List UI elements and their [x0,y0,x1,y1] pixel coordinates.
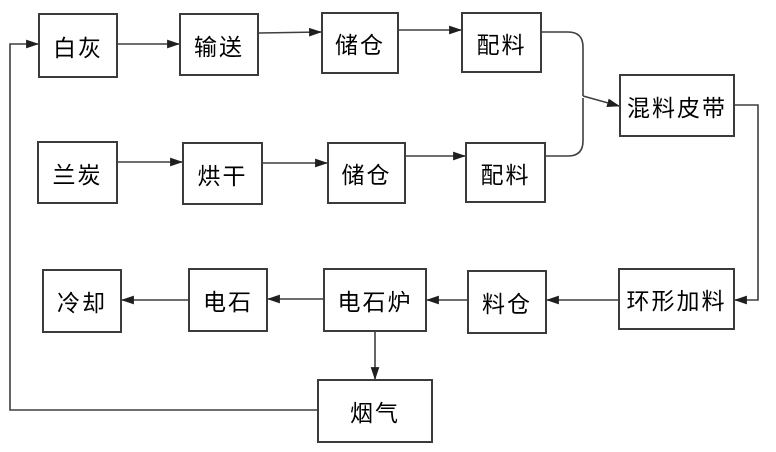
node-calcium-carbide-label: 电石 [203,290,253,315]
node-batching-1-label: 配料 [476,32,527,58]
node-ring-feeder-label: 环形加料 [626,289,727,314]
node-storage-bin-2: 储仓 [327,142,406,204]
node-calcium-carbide: 电石 [188,268,268,332]
node-drying: 烘干 [182,142,263,205]
node-conveying: 输送 [179,13,259,76]
node-ring-feeder: 环形加料 [618,268,735,330]
node-white-lime: 白灰 [38,13,118,78]
connector-flue-gas-to-white-lime [9,39,317,411]
connector-mixing-belt-to-ring-feeder [733,104,759,305]
connector-merge-to-mixing-belt [582,95,621,107]
node-storage-bin-2-label: 储仓 [341,163,392,188]
node-batching-2-label: 配料 [480,162,531,188]
node-charge-bin-label: 料仓 [482,292,532,317]
node-flue-gas: 烟气 [317,379,433,443]
node-charge-bin: 料仓 [467,270,547,334]
node-carbide-furnace-label: 电石炉 [337,290,413,315]
node-semi-coke-label: 兰炭 [52,162,103,188]
node-storage-bin-1: 储仓 [321,12,399,74]
node-conveying-label: 输送 [194,34,244,60]
node-cooling-label: 冷却 [57,291,107,316]
node-white-lime-label: 白灰 [53,35,103,61]
node-flue-gas-label: 烟气 [350,401,400,426]
node-batching-2: 配料 [465,142,546,203]
connector-conveying-to-storage-bin-1 [258,27,323,37]
connector-batching-2-merge [546,98,584,157]
node-mixing-belt: 混料皮带 [619,74,735,137]
node-batching-1: 配料 [461,12,542,73]
node-cooling: 冷却 [42,269,122,333]
node-mixing-belt-label: 混料皮带 [627,95,727,121]
connector-batching-1-merge [542,31,584,96]
node-drying-label: 烘干 [197,163,248,189]
node-carbide-furnace: 电石炉 [323,268,427,332]
node-storage-bin-1-label: 储仓 [335,33,385,58]
node-semi-coke: 兰炭 [37,141,118,204]
